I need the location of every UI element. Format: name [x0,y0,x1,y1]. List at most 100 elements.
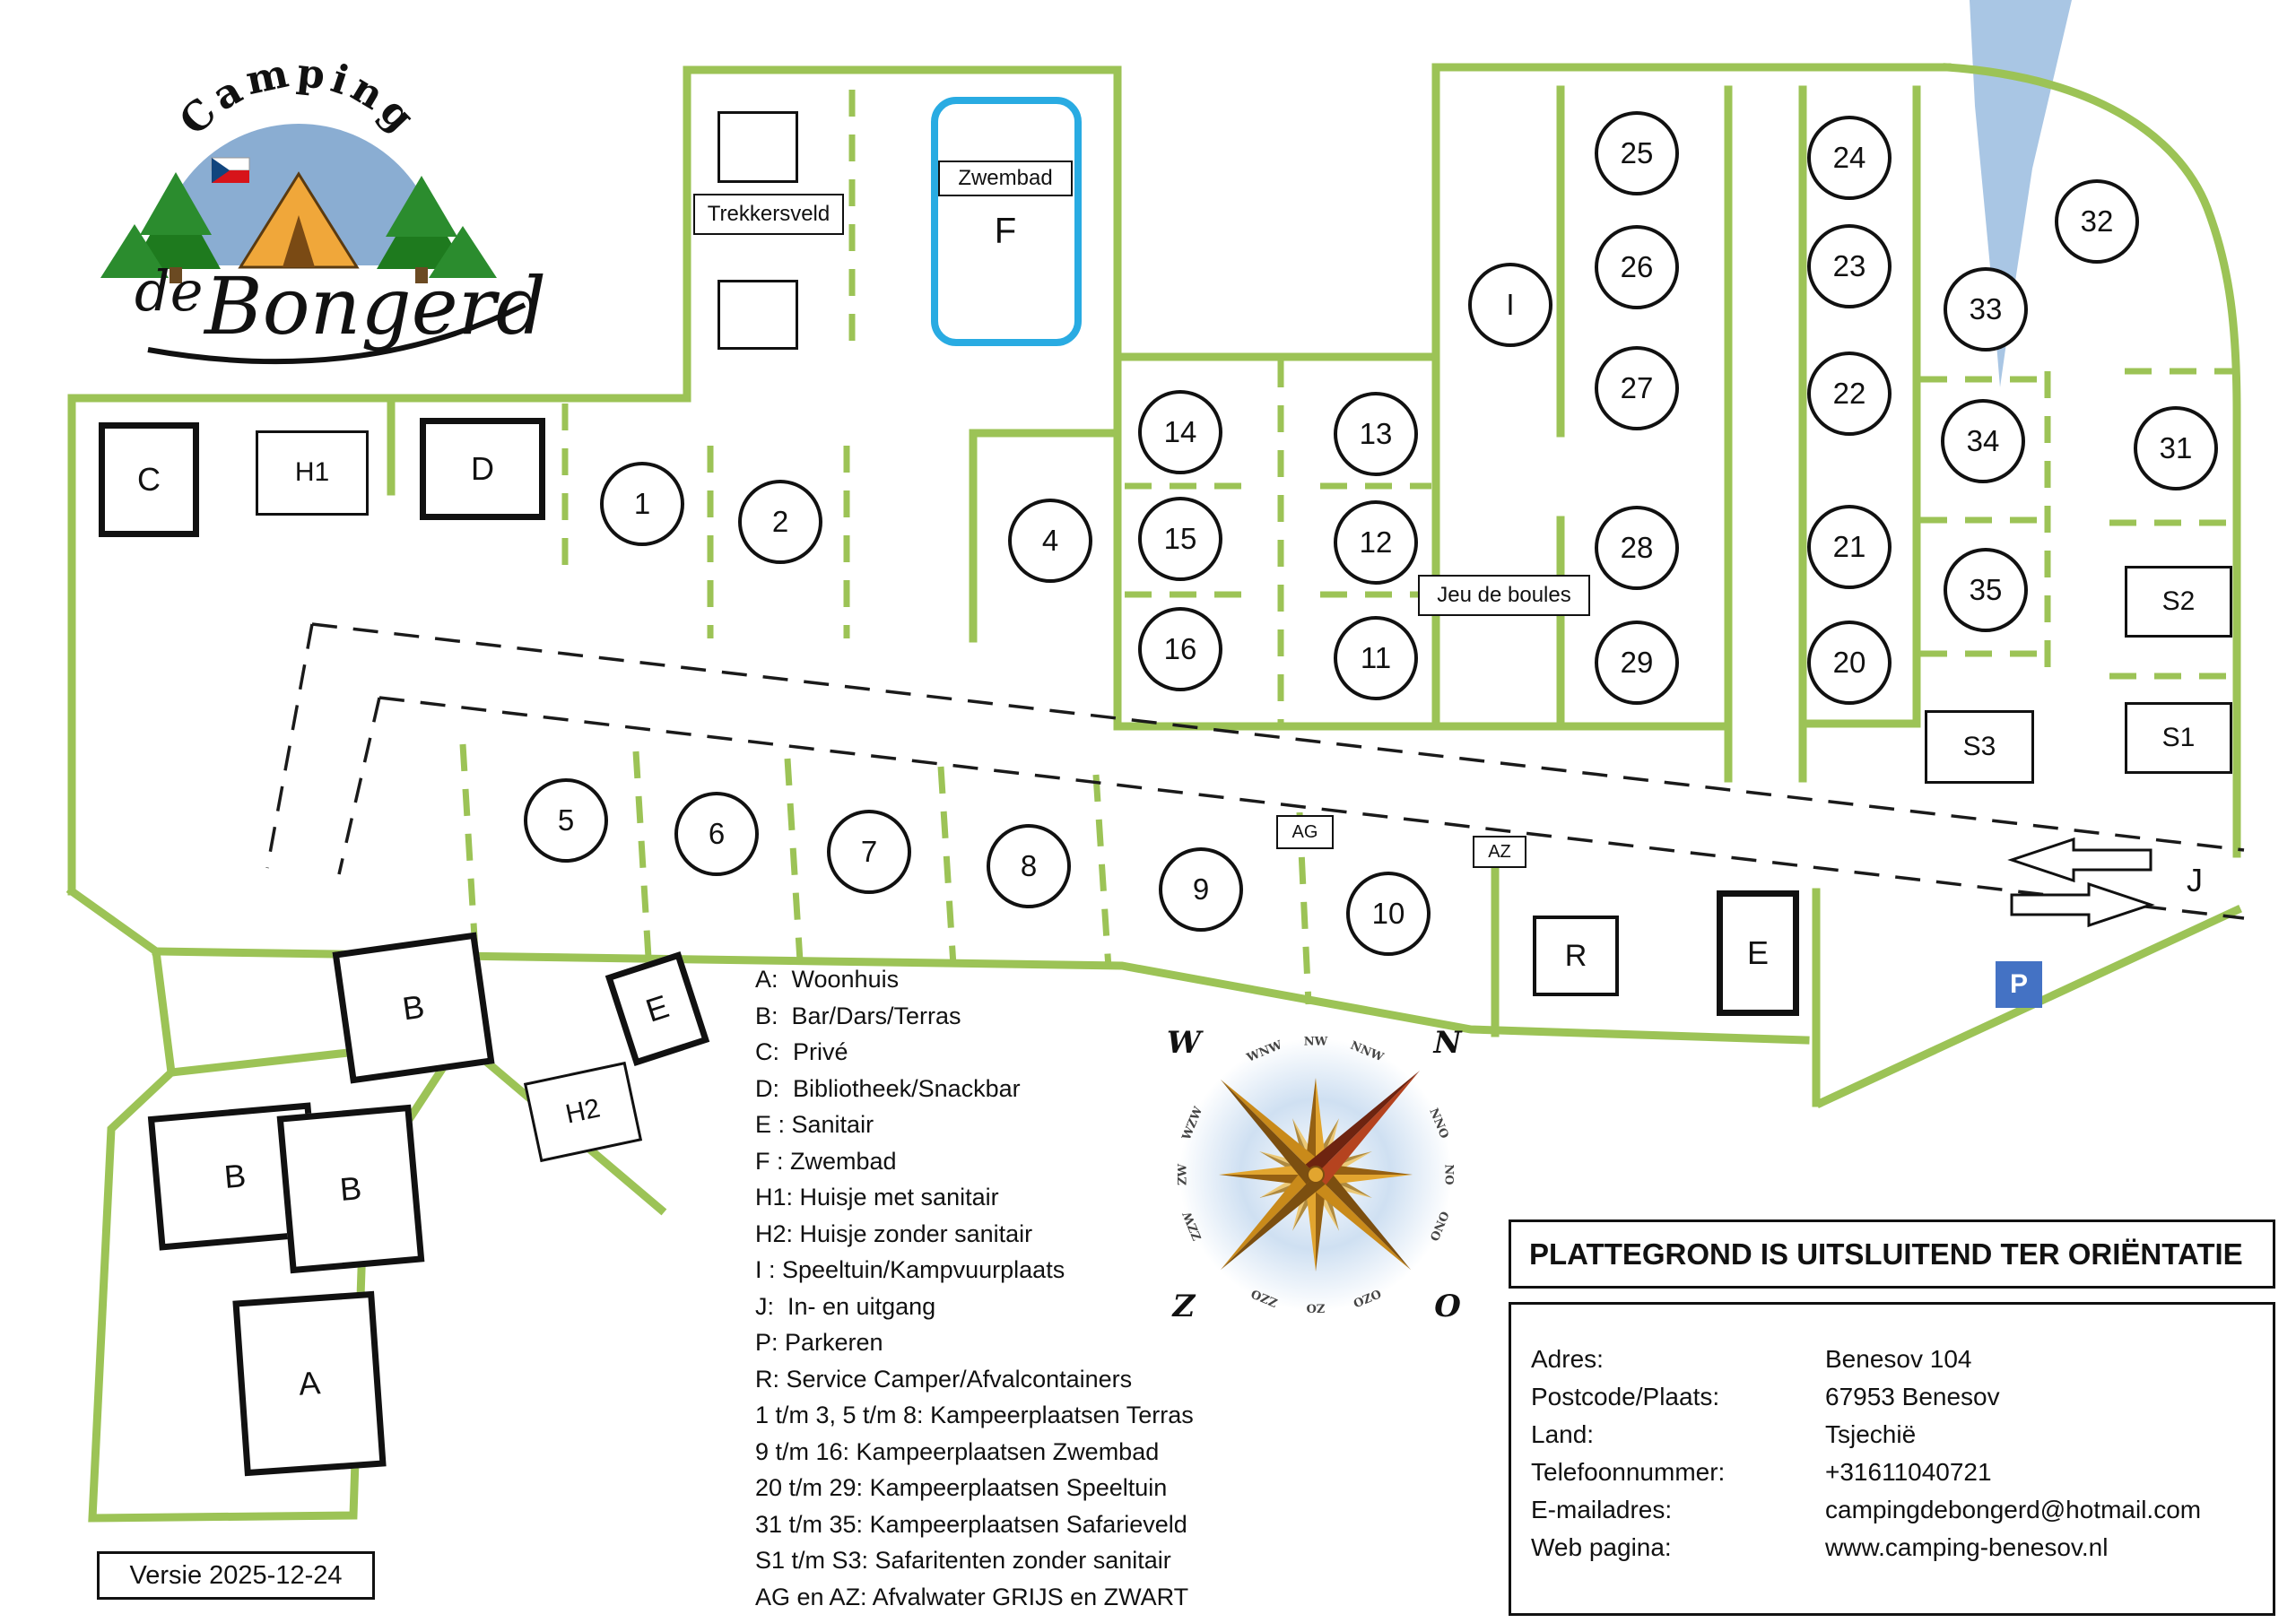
logo-sky-arch [157,124,440,265]
pitch-34: 34 [1941,399,2025,483]
legend-entry: F : Zwembad [755,1147,897,1175]
building-E: E [604,950,710,1067]
pitch-10: 10 [1346,872,1431,956]
compass-ZZO: ZZO [1249,1285,1281,1309]
legend-entry: C: Privé [755,1038,848,1065]
contact-value: Tsjechië [1825,1420,1917,1448]
pitch-27: 27 [1595,346,1679,430]
legend-entry: J: In- en uitgang [755,1292,936,1320]
legend-entry: B: Bar/Dars/Terras [755,1002,961,1029]
building-E: E [1717,890,1799,1016]
legend-entry: E : Sanitair [755,1111,874,1138]
label-ag: AG [1276,815,1334,849]
contact-row: E-mailadres: campingdebongerd@hotmail.com [1531,1491,2273,1529]
pitch-2: 2 [738,480,822,564]
pitch-4: 4 [1008,499,1092,583]
compass-ONO: ONO [1426,1208,1451,1243]
pitch-8: 8 [987,824,1071,908]
compass-N: N [1433,1024,1462,1061]
arrow-in-icon [2007,837,2152,883]
legend-entry: I : Speeltuin/Kampvuurplaats [755,1256,1065,1283]
pitch-29: 29 [1595,621,1679,705]
contact-value: www.camping-benesov.nl [1825,1533,2109,1561]
legend-entry: A: Woonhuis [755,966,900,993]
legend-entry: H1: Huisje met sanitair [755,1184,999,1211]
entrance-arrows [2007,837,2155,928]
contact-row: Telefoonnummer:+31611040721 [1531,1454,2273,1491]
compass-O: O [1434,1289,1461,1325]
disclaimer-box: PLATTEGROND IS UITSLUITEND TER ORIËNTATI… [1509,1219,2275,1289]
building-S3: S3 [1925,710,2034,784]
pitch-9: 9 [1159,847,1243,932]
label-jeu-de-boules: Jeu de boules [1418,575,1590,616]
pitch-13: 13 [1334,392,1418,476]
contact-label: Land: [1531,1420,1595,1448]
czech-flag-icon [211,157,250,183]
logo-trees-icon [100,172,497,283]
compass-OZO: OZO [1350,1285,1383,1309]
parking-marker: P [1996,961,2042,1008]
building-R: R [1533,916,1619,996]
legend-entry: 31 t/m 35: Kampeerplaatsen Safarieveld [755,1510,1187,1538]
building-B: B [332,932,495,1084]
building-D: D [420,418,545,520]
contact-row: Postcode/Plaats:67953 Benesov [1531,1378,2273,1416]
contact-row: Adres:Benesov 104 [1531,1341,2273,1378]
logo-arc-text: Camping [171,49,427,144]
pitch-35: 35 [1944,548,2028,632]
logo-name-text: Bongerd [203,260,546,352]
legend-entry: S1 t/m S3: Safaritenten zonder sanitair [755,1547,1171,1574]
legend-entry: 1 t/m 3, 5 t/m 8: Kampeerplaatsen Terras [755,1402,1194,1428]
building-C: C [99,422,199,537]
disclaimer-text: PLATTEGROND IS UITSLUITEND TER ORIËNTATI… [1529,1237,2243,1271]
legend-entry: AG en AZ: Afvalwater GRIJS en ZWART [755,1583,1189,1610]
compass-Z: Z [1172,1289,1196,1325]
building-A: A [232,1290,387,1477]
pitch-5: 5 [524,778,608,863]
compass-NO: NO [1441,1164,1456,1185]
contact-row: Land: Tsjechië [1531,1416,2273,1454]
pitch-28: 28 [1595,506,1679,590]
compass-ZO: ZO [1306,1300,1326,1315]
compass-NNO: NNO [1426,1107,1451,1141]
building-square [718,111,798,183]
pitch-12: 12 [1334,500,1418,585]
legend-entry: 9 t/m 16: Kampeerplaatsen Zwembad [755,1437,1160,1465]
pitch-32: 32 [2055,179,2139,264]
compass-WNW: WNW [1245,1038,1285,1066]
pool-area [931,97,1082,346]
legend-entry: R: Service Camper/Afvalcontainers [755,1365,1133,1393]
label-az: AZ [1473,836,1526,868]
version-box: Versie 2025-12-24 [97,1551,375,1600]
label-zwembad: Zwembad [938,161,1073,196]
logo-tent-icon [238,171,360,269]
contact-label: Postcode/Plaats: [1531,1383,1720,1410]
pitch-33: 33 [1944,267,2028,352]
contact-label: Web pagina: [1531,1533,1672,1561]
pitch-23: 23 [1807,224,1892,308]
pitch-22: 22 [1807,352,1892,436]
pitch-15: 15 [1138,497,1222,581]
label-pool-letter: F [994,211,1017,251]
label-trekkersveld: Trekkersveld [693,194,844,235]
contact-value: Benesov 104 [1825,1345,1972,1373]
logo-swoosh [147,302,526,365]
contact-value: campingdebongerd@hotmail.com [1825,1496,2202,1523]
label-entrance: J [2187,862,2203,898]
contact-label: E-mailadres: [1531,1496,1673,1523]
pitch-25: 25 [1595,111,1679,195]
logo-de-text: de [135,258,203,324]
pitch-11: 11 [1334,616,1418,700]
pitch-1: 1 [600,462,684,546]
contact-value: +31611040721 [1825,1458,1992,1486]
compass-NW: NW [1303,1035,1328,1049]
building-square [718,280,798,350]
pitch-16: 16 [1138,607,1222,691]
compass-NNW: NNW [1348,1038,1386,1065]
compass-rose-icon [1179,1038,1452,1311]
pitch-7: 7 [827,810,911,894]
pitch-I: I [1468,263,1552,347]
pitch-20: 20 [1807,621,1892,705]
